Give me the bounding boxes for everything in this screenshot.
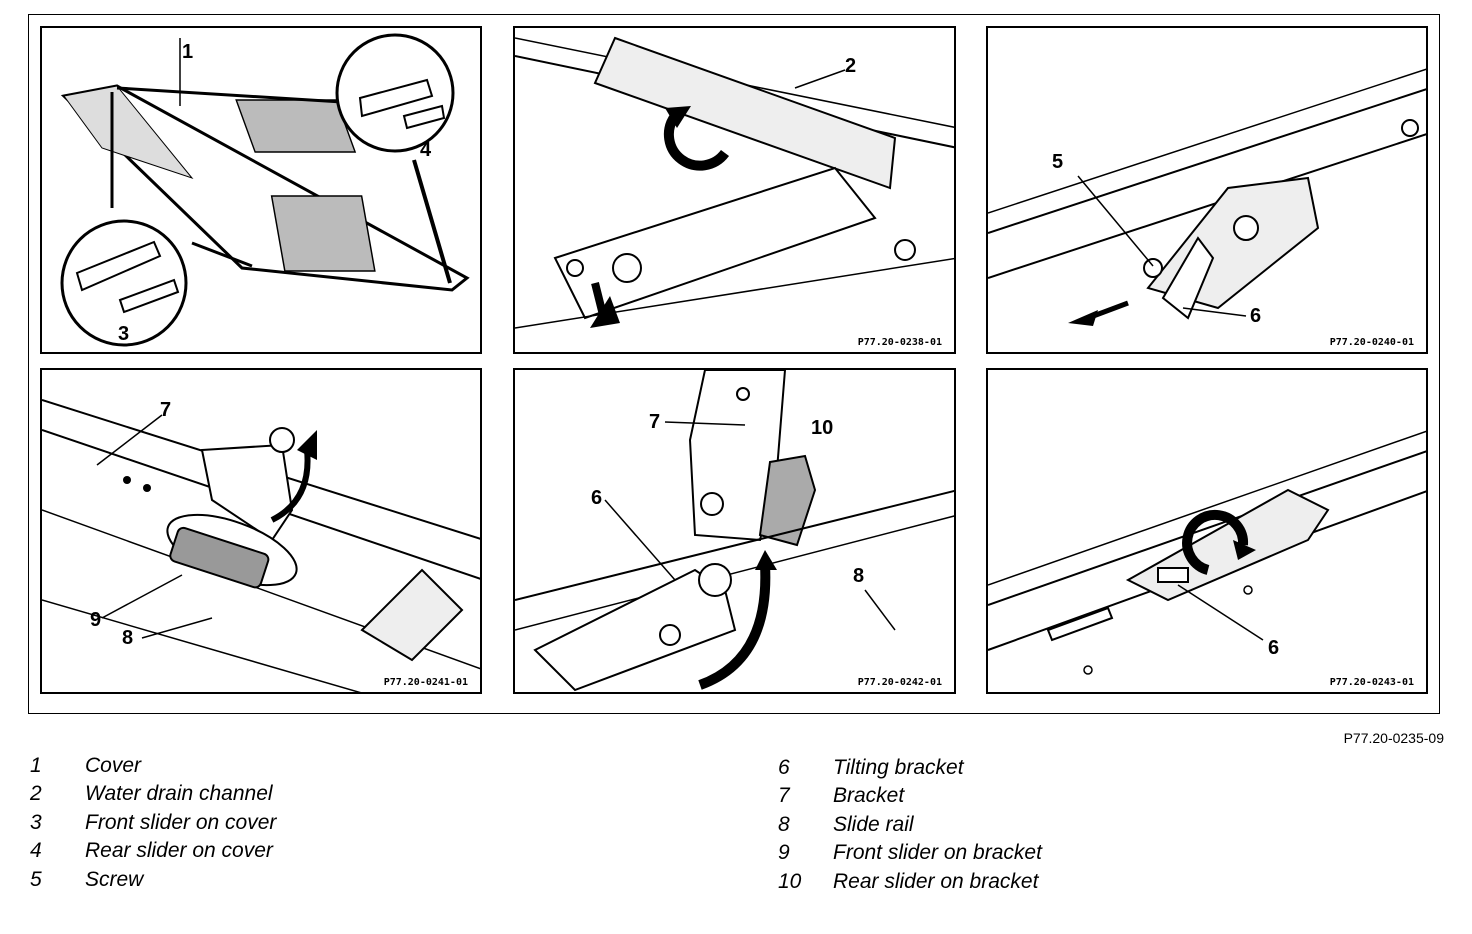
figure-code: P77.20-0235-09	[1343, 730, 1444, 746]
callout-7: 7	[160, 399, 172, 421]
panel-screw: 5 6 P77.20-0240-01	[986, 26, 1428, 354]
callout-2: 2	[845, 55, 857, 77]
callout-6: 6	[1268, 637, 1280, 659]
drain-channel-illustration	[515, 36, 954, 329]
bracket-slider-illustration	[42, 399, 480, 692]
screw-illustration	[988, 68, 1426, 326]
callout-3: 3	[118, 323, 130, 345]
callout-8: 8	[122, 627, 134, 649]
callout-6: 6	[591, 487, 603, 509]
panel-code: P77.20-0243-01	[1329, 677, 1414, 688]
panel-cover: 1 4 3	[40, 26, 482, 354]
rear-slider-illustration	[515, 370, 954, 692]
callout-5: 5	[1052, 151, 1064, 173]
callout-8: 8	[853, 565, 865, 587]
figure-frame	[28, 14, 1440, 714]
panel-code: P77.20-0242-01	[857, 677, 942, 688]
callout-10: 10	[811, 417, 834, 439]
callout-6: 6	[1250, 305, 1262, 327]
callout-7: 7	[649, 411, 661, 433]
callout-1: 1	[182, 41, 194, 63]
panel-code: P77.20-0241-01	[383, 677, 468, 688]
tilting-bracket-illustration	[988, 430, 1426, 675]
panel-bracket-rear-slider: 7 10 6 8 P77.20-0242-01	[513, 368, 956, 694]
panel-bracket-front-slider: 7 9 8 P77.20-0241-01	[40, 368, 482, 694]
panel-code: P77.20-0240-01	[1329, 337, 1414, 348]
cover-illustration	[60, 33, 470, 347]
panel-water-drain-channel: 2 P77.20-0238-01	[513, 26, 956, 354]
panel-code: P77.20-0238-01	[857, 337, 942, 348]
callout-9: 9	[90, 609, 102, 631]
panel-tilting-bracket: 6 P77.20-0243-01	[986, 368, 1428, 694]
callout-4: 4	[420, 139, 432, 161]
